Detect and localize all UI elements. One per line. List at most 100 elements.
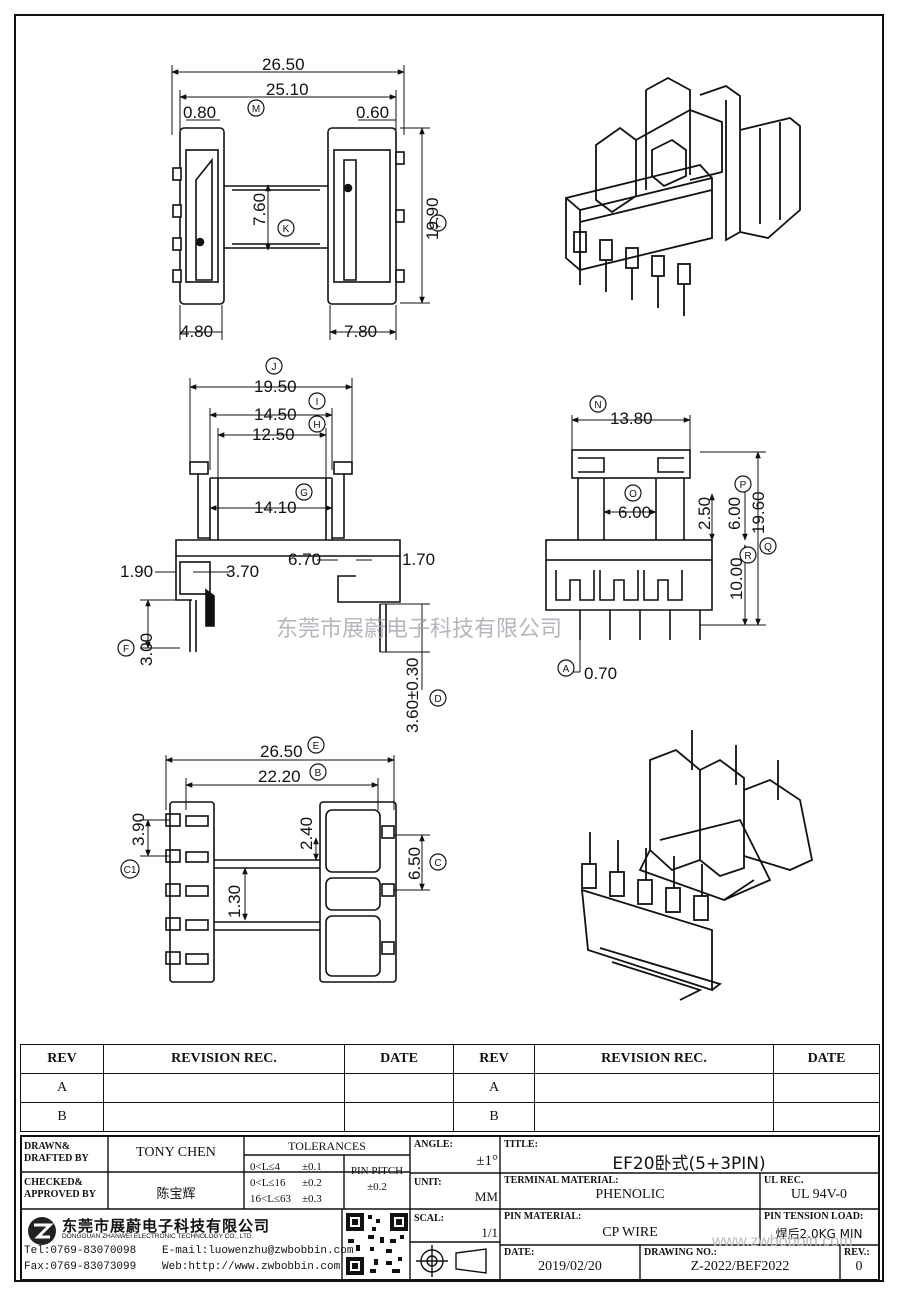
revision-table: REV REVISION REC. DATE REV REVISION REC.… bbox=[20, 1044, 880, 1132]
dim-2-40: 2.40 bbox=[297, 817, 316, 850]
pin-pitch-label: PIN PITCH bbox=[350, 1165, 404, 1177]
marker-L: L bbox=[435, 219, 441, 230]
revision-rec-header: REVISION REC. bbox=[103, 1044, 345, 1074]
dim-19-60: 19.60 bbox=[749, 491, 768, 534]
angle-label: ANGLE: bbox=[414, 1139, 453, 1150]
revision-header-row: REV REVISION REC. DATE REV REVISION REC.… bbox=[20, 1044, 880, 1074]
marker-D: D bbox=[434, 694, 441, 705]
marker-B: B bbox=[315, 768, 322, 779]
marker-K: K bbox=[283, 224, 290, 235]
rev-cell-2: B bbox=[453, 1102, 535, 1132]
rev-label: REV.: bbox=[844, 1247, 870, 1258]
dim-12-50: 12.50 bbox=[252, 425, 295, 444]
tol-value: ±0.1 bbox=[302, 1161, 322, 1173]
rev-value: 0 bbox=[855, 1259, 863, 1274]
marker-I: I bbox=[316, 397, 319, 408]
dim-1-70: 1.70 bbox=[402, 550, 435, 569]
dim-6-50: 6.50 bbox=[405, 847, 424, 880]
dim-0-70: 0.70 bbox=[584, 664, 617, 683]
fax: Fax:0769-83073099 bbox=[24, 1261, 137, 1273]
date-header: DATE bbox=[344, 1044, 454, 1074]
tol-range: 0<L≤4 bbox=[250, 1161, 280, 1173]
tol-value: ±0.3 bbox=[302, 1193, 322, 1205]
title-label: TITLE: bbox=[504, 1139, 538, 1150]
dim-22-20: 22.20 bbox=[258, 767, 301, 786]
technical-drawing bbox=[117, 65, 814, 1001]
date-label: DATE: bbox=[504, 1247, 535, 1258]
dim-19-90: 19.90 bbox=[423, 197, 442, 240]
ul-label: UL REC. bbox=[764, 1175, 804, 1186]
tolerances-label: TOLERANCES bbox=[288, 1139, 366, 1153]
drawn-value: TONY CHEN bbox=[136, 1145, 216, 1160]
marker-Q: Q bbox=[764, 542, 772, 553]
isometric-view-bottom bbox=[580, 730, 814, 1001]
dim-3-60: 3.60±0.30 bbox=[403, 657, 422, 733]
unit-label: UNIT: bbox=[414, 1177, 442, 1188]
title-block-grid bbox=[22, 1137, 878, 1279]
title-value: EF20卧式(5+3PIN) bbox=[612, 1154, 766, 1174]
dimension-labels: 26.50 25.10 0.80 0.60 7.60 19.90 4.80 7.… bbox=[120, 55, 772, 918]
pin-tension-value: 焊后2.0KG MIN bbox=[775, 1227, 863, 1241]
rev-date-cell-2 bbox=[773, 1073, 880, 1103]
company-name-en: DONGGUAN ZHANWEI ELECTRONIC TECHNOLOGY C… bbox=[62, 1233, 254, 1240]
drawing-frame bbox=[14, 14, 884, 1282]
pin-tension-label: PIN TENSION LOAD: bbox=[764, 1211, 864, 1222]
marker-G: G bbox=[300, 488, 308, 499]
drawing-no-label: DRAWING NO.: bbox=[644, 1247, 717, 1258]
company-watermark: 东莞市展蔚电子科技有限公司 bbox=[276, 617, 562, 642]
rev-cell-2: A bbox=[453, 1073, 535, 1103]
dim-2-50: 2.50 bbox=[695, 497, 714, 530]
marker-F: F bbox=[123, 644, 129, 655]
rev-rec-cell-2 bbox=[534, 1073, 774, 1103]
marker-M: M bbox=[252, 104, 260, 115]
dim-6-00: 6.00 bbox=[618, 503, 651, 522]
rev-rec-cell bbox=[103, 1102, 345, 1132]
tolerance-rows: 0<L≤4 ±0.1 0<L≤16±0.2 16<L≤63±0.3 bbox=[250, 1159, 344, 1207]
marker-P: P bbox=[740, 480, 747, 491]
company-name-cn: 东莞市展蔚电子科技有限公司 bbox=[62, 1217, 271, 1235]
dim-7-60: 7.60 bbox=[250, 193, 269, 226]
rev-cell: A bbox=[20, 1073, 104, 1103]
side-view bbox=[545, 415, 766, 673]
pin-material-value: CP WIRE bbox=[602, 1225, 658, 1240]
tolerance-row: 16<L≤63±0.3 bbox=[250, 1191, 344, 1207]
drawing-no-value: Z-2022/BEF2022 bbox=[690, 1259, 790, 1274]
dim-1-90: 1.90 bbox=[120, 562, 153, 581]
marker-C1: C1 bbox=[124, 865, 137, 876]
dim-13-80: 13.80 bbox=[610, 409, 653, 428]
pin-pitch: PIN PITCH ±0.2 bbox=[344, 1163, 410, 1195]
rev-cell: B bbox=[20, 1102, 104, 1132]
scale-label: SCAL: bbox=[414, 1213, 445, 1224]
marker-C: C bbox=[434, 858, 441, 869]
tel: Tel:0769-83070098 bbox=[24, 1245, 137, 1257]
revision-row: B B bbox=[20, 1102, 880, 1132]
drawn-label: DRAWN& DRAFTED BY bbox=[24, 1141, 89, 1164]
url-watermark: www.zwbobbin.com bbox=[712, 1233, 853, 1250]
title-block: DRAWN& DRAFTED BY TONY CHEN CHECKED& APP… bbox=[20, 1135, 880, 1281]
rev-rec-cell bbox=[103, 1073, 345, 1103]
ul-value: UL 94V-0 bbox=[790, 1187, 848, 1202]
marker-R: R bbox=[744, 551, 751, 562]
tolerance-row: 0<L≤16±0.2 bbox=[250, 1175, 344, 1191]
dim-3-00: 3.00 bbox=[137, 633, 156, 666]
rev-rec-cell-2 bbox=[534, 1102, 774, 1132]
dim-14-50: 14.50 bbox=[254, 405, 297, 424]
dim-3-90: 3.90 bbox=[129, 813, 148, 846]
checked-value: 陈宝辉 bbox=[156, 1187, 196, 1202]
angle-value: ±1° bbox=[476, 1153, 498, 1169]
marker-O: O bbox=[629, 489, 637, 500]
dim-14-10: 14.10 bbox=[254, 498, 297, 517]
dim-3-70: 3.70 bbox=[226, 562, 259, 581]
rev-header-2: REV bbox=[453, 1044, 535, 1074]
tol-value: ±0.2 bbox=[302, 1177, 322, 1189]
revision-rec-header-2: REVISION REC. bbox=[534, 1044, 774, 1074]
email: E-mail:luowenzhu@zwbobbin.com bbox=[162, 1245, 354, 1257]
dim-26-50b: 26.50 bbox=[260, 742, 303, 761]
marker-H: H bbox=[313, 420, 320, 431]
tolerance-row: 0<L≤4 ±0.1 bbox=[250, 1159, 344, 1175]
rev-date-cell bbox=[344, 1073, 454, 1103]
dim-26-50: 26.50 bbox=[262, 55, 305, 74]
reference-markers bbox=[117, 99, 777, 879]
rev-header: REV bbox=[20, 1044, 104, 1074]
dim-7-80: 7.80 bbox=[344, 322, 377, 341]
